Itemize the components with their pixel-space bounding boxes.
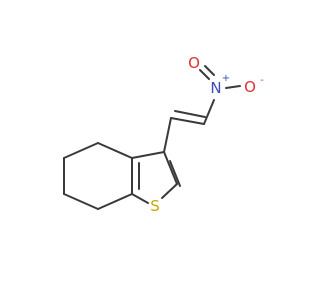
bond-c3a-c3 bbox=[131, 151, 165, 159]
bond-c4-c5 bbox=[97, 142, 133, 159]
bond-calpha-cbeta bbox=[170, 117, 205, 125]
nitrogen-charge: + bbox=[222, 73, 230, 84]
bond-n-o-top bbox=[199, 69, 210, 80]
bond-c3-c2-double bbox=[169, 160, 181, 187]
bond-c7-c8 bbox=[63, 193, 99, 210]
atom-oxygen-right-label: O bbox=[244, 78, 256, 96]
atom-sulfur-label: S bbox=[150, 197, 160, 215]
bond-c2-s bbox=[161, 183, 178, 199]
structural-formula: S N + O O - bbox=[63, 54, 264, 215]
bond-n-o-right bbox=[225, 85, 241, 89]
bond-c3-c2 bbox=[163, 151, 178, 185]
bond-calpha-cbeta-double bbox=[174, 110, 206, 118]
bond-cbeta-n bbox=[203, 99, 215, 125]
bond-c8-c7a bbox=[97, 193, 133, 210]
bond-c3-calpha bbox=[163, 117, 172, 153]
bond-c5-c6 bbox=[63, 142, 99, 159]
oxygen-charge: - bbox=[260, 75, 264, 86]
atom-nitrogen-label: N bbox=[210, 79, 221, 97]
atom-oxygen-top-label: O bbox=[188, 54, 200, 72]
bond-n-o-top-double bbox=[204, 65, 215, 76]
bond-s-c7a bbox=[131, 193, 149, 204]
